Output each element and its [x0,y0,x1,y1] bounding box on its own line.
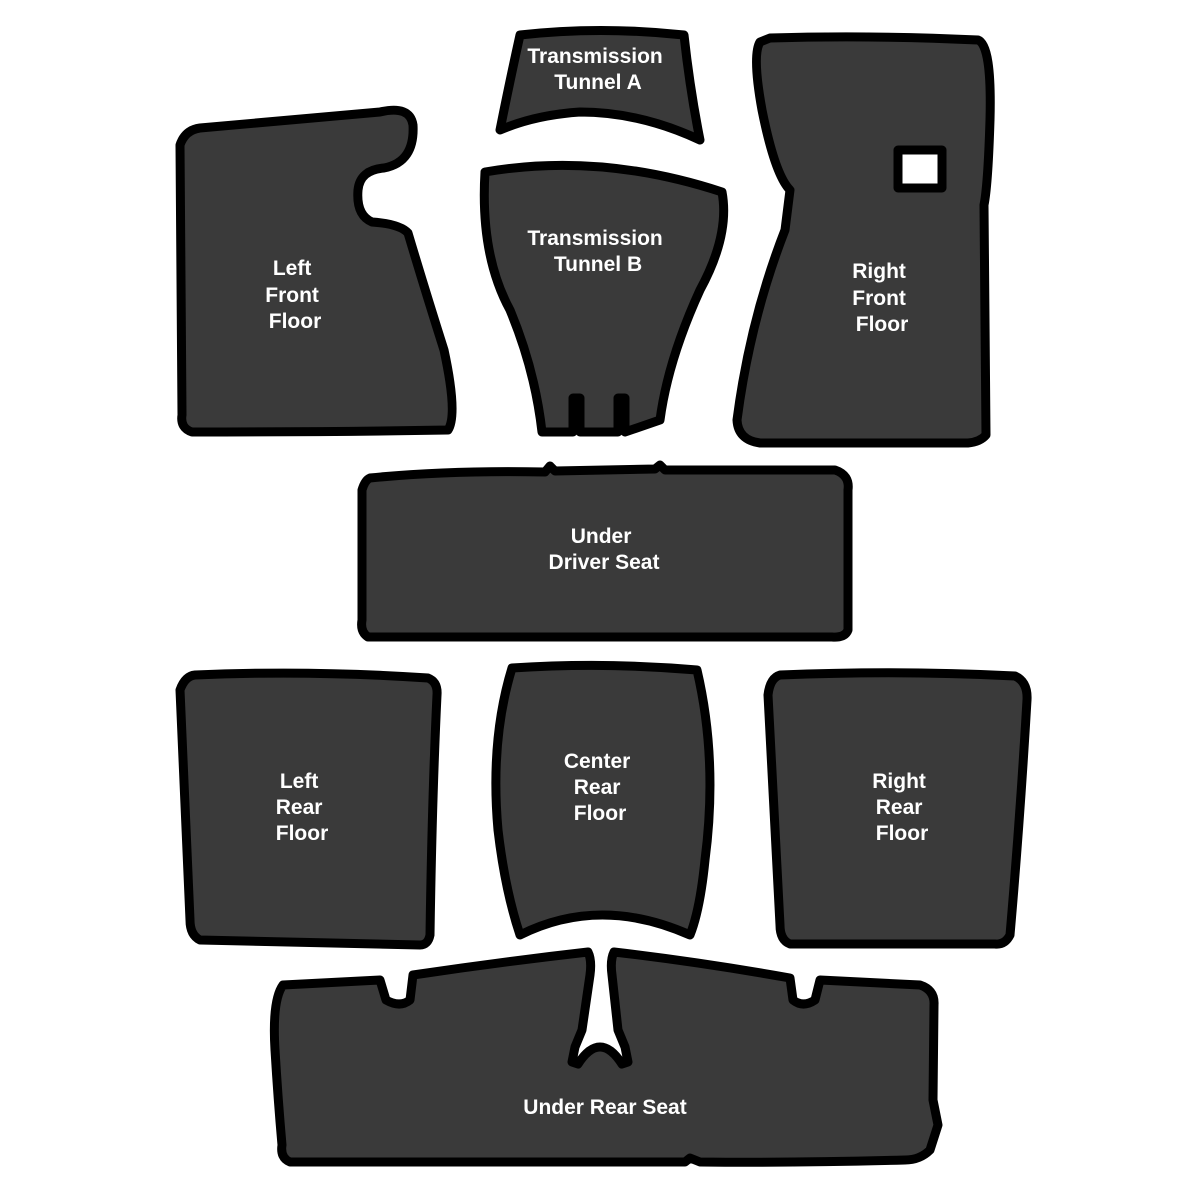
panel-shape [269,947,943,1167]
panel-label: Right Rear Floor [872,770,932,845]
panel-label: Transmission Tunnel B [527,227,668,276]
panel-label: Under Driver Seat [549,525,660,574]
panel-label: Transmission Tunnel A [527,45,668,94]
panel-shape [175,668,442,950]
panel-left-rear-floor[interactable]: Left Rear Floor [175,668,442,950]
panel-shape [357,460,853,642]
panel-label: Left Rear Floor [276,770,329,845]
panel-label: Center Rear Floor [564,750,636,825]
panel-transmission-tunnel-b[interactable]: Transmission Tunnel B [479,160,729,437]
panel-transmission-tunnel-a[interactable]: Transmission Tunnel A [495,26,705,145]
panel-label: Right Front Floor [852,260,912,336]
panel-label: Under Rear Seat [523,1096,686,1119]
panel-right-rear-floor[interactable]: Right Rear Floor [763,668,1032,949]
panel-right-front-floor[interactable]: Right Front Floor [732,32,995,448]
panel-under-rear-seat[interactable]: Under Rear Seat [269,947,943,1167]
panel-left-front-floor[interactable]: Left Front Floor [175,105,457,437]
panel-shape [763,668,1032,949]
panel-shape [732,32,995,448]
panel-center-rear-floor[interactable]: Center Rear Floor [491,660,715,940]
panel-label: Left Front Floor [265,257,325,333]
panel-under-driver-seat[interactable]: Under Driver Seat [357,460,853,642]
panel-shape [175,105,457,437]
panel-shape [479,160,729,437]
panel-shape [495,26,705,145]
panel-shape [491,660,715,940]
